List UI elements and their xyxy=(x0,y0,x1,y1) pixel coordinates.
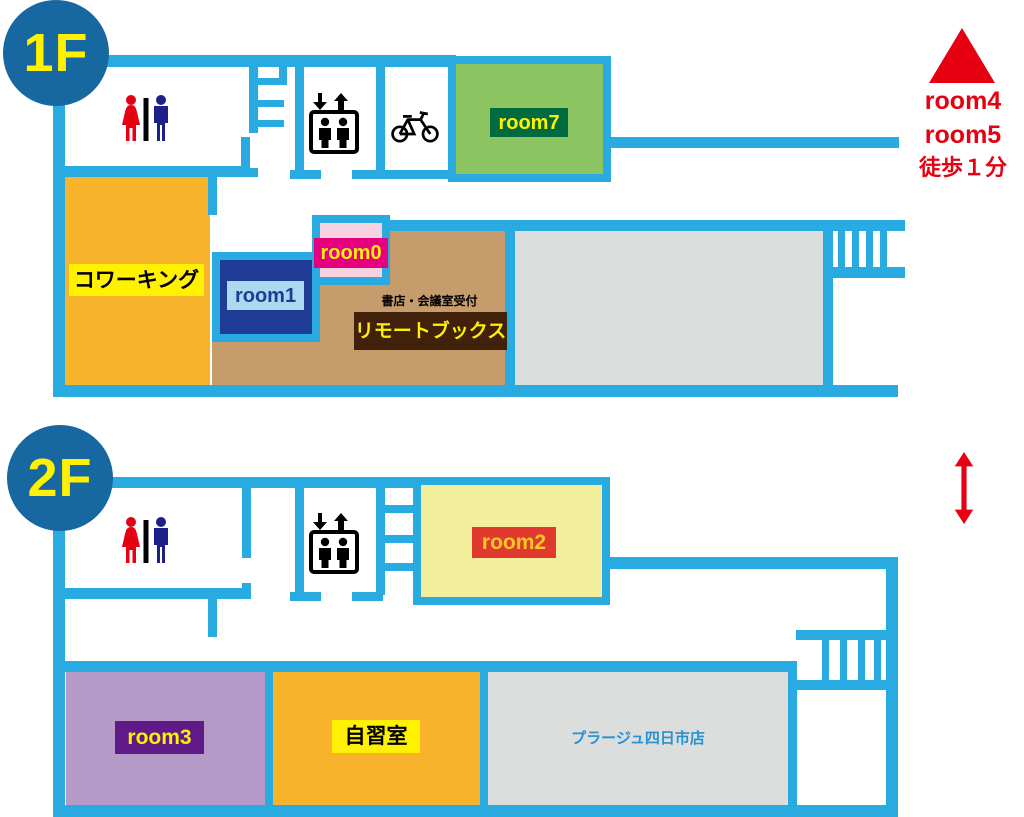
stairs-tread xyxy=(258,100,284,107)
elevator-icon xyxy=(309,93,359,154)
room-label-coworking: コワーキング xyxy=(69,264,204,296)
bicycle-icon xyxy=(391,111,439,143)
wall-segment xyxy=(788,661,797,811)
wall-segment xyxy=(886,557,898,817)
floor1-badge: 1F xyxy=(3,0,109,106)
stairs-tread xyxy=(866,231,873,267)
wall-segment xyxy=(104,55,456,67)
wall-segment xyxy=(480,672,488,805)
room-label-room3: room3 xyxy=(115,721,204,754)
annotation-walk: 徒歩１分 xyxy=(918,155,1007,180)
stairs-tread xyxy=(858,640,865,680)
floor2-badge: 2F xyxy=(7,425,113,531)
updown-arrow-icon xyxy=(954,452,974,524)
restroom-icon xyxy=(122,95,168,141)
annotation-room5: room5 xyxy=(924,120,1002,149)
room-room7 xyxy=(448,56,611,182)
room-label-room2: room2 xyxy=(472,527,556,558)
wall-segment xyxy=(610,557,898,569)
stairs-rail xyxy=(279,63,287,85)
wall-segment xyxy=(290,592,321,601)
stairs-tread xyxy=(852,231,859,267)
wall-segment xyxy=(208,177,217,215)
stairs-tread xyxy=(874,640,881,680)
wall-segment xyxy=(505,231,515,385)
room-label-study: 自習室 xyxy=(332,720,420,753)
wall-segment xyxy=(788,680,888,690)
wall-segment xyxy=(823,231,833,385)
wall-segment xyxy=(388,220,905,231)
elevator-icon xyxy=(309,513,359,574)
stairs-tread xyxy=(383,505,414,513)
wall-segment xyxy=(60,661,797,672)
stairs-tread xyxy=(880,231,887,267)
room-label-plage: プラージュ四日市店 xyxy=(571,729,705,747)
wall-segment xyxy=(290,170,321,179)
room-label-room0: room0 xyxy=(314,238,388,268)
direction-triangle-icon xyxy=(929,28,995,83)
wall-segment xyxy=(295,63,304,175)
wall-segment xyxy=(53,385,898,397)
wall-segment xyxy=(611,137,899,148)
wall-segment xyxy=(352,592,383,601)
wall-segment xyxy=(241,168,258,177)
restroom-icon xyxy=(122,517,168,563)
wall-segment xyxy=(242,488,251,558)
stairs-tread xyxy=(838,231,845,267)
wall-segment xyxy=(833,267,905,278)
stairs-tread xyxy=(840,640,847,680)
wall-segment xyxy=(265,672,273,805)
wall-segment xyxy=(376,488,385,595)
room-tenant-gray-1f xyxy=(515,231,823,385)
room-remote-books-annex xyxy=(212,342,320,385)
wall-segment xyxy=(60,588,250,599)
books-caption: 書店・会議室受付 xyxy=(381,294,478,308)
wall-segment xyxy=(242,583,251,599)
wall-segment xyxy=(53,805,898,817)
annotation-room4: room4 xyxy=(924,86,1002,115)
wall-segment xyxy=(295,488,304,595)
wall-segment xyxy=(796,630,888,640)
wall-segment xyxy=(241,137,250,177)
wall-segment xyxy=(208,599,217,637)
stairs-tread xyxy=(258,78,284,85)
wall-segment xyxy=(104,477,421,488)
stairs-tread xyxy=(822,640,829,680)
stairs-tread xyxy=(258,120,284,127)
stairs-rail xyxy=(249,63,258,133)
wall-segment xyxy=(60,166,242,177)
wall-segment xyxy=(352,170,452,179)
wall-segment xyxy=(376,63,385,175)
stairs-tread xyxy=(383,563,414,571)
room-label-remote-books: リモートブックス xyxy=(354,312,507,350)
room-label-room1: room1 xyxy=(227,281,304,310)
room-label-room7: room7 xyxy=(490,108,568,137)
room-plage-fill xyxy=(488,672,788,805)
stairs-tread xyxy=(383,535,414,543)
